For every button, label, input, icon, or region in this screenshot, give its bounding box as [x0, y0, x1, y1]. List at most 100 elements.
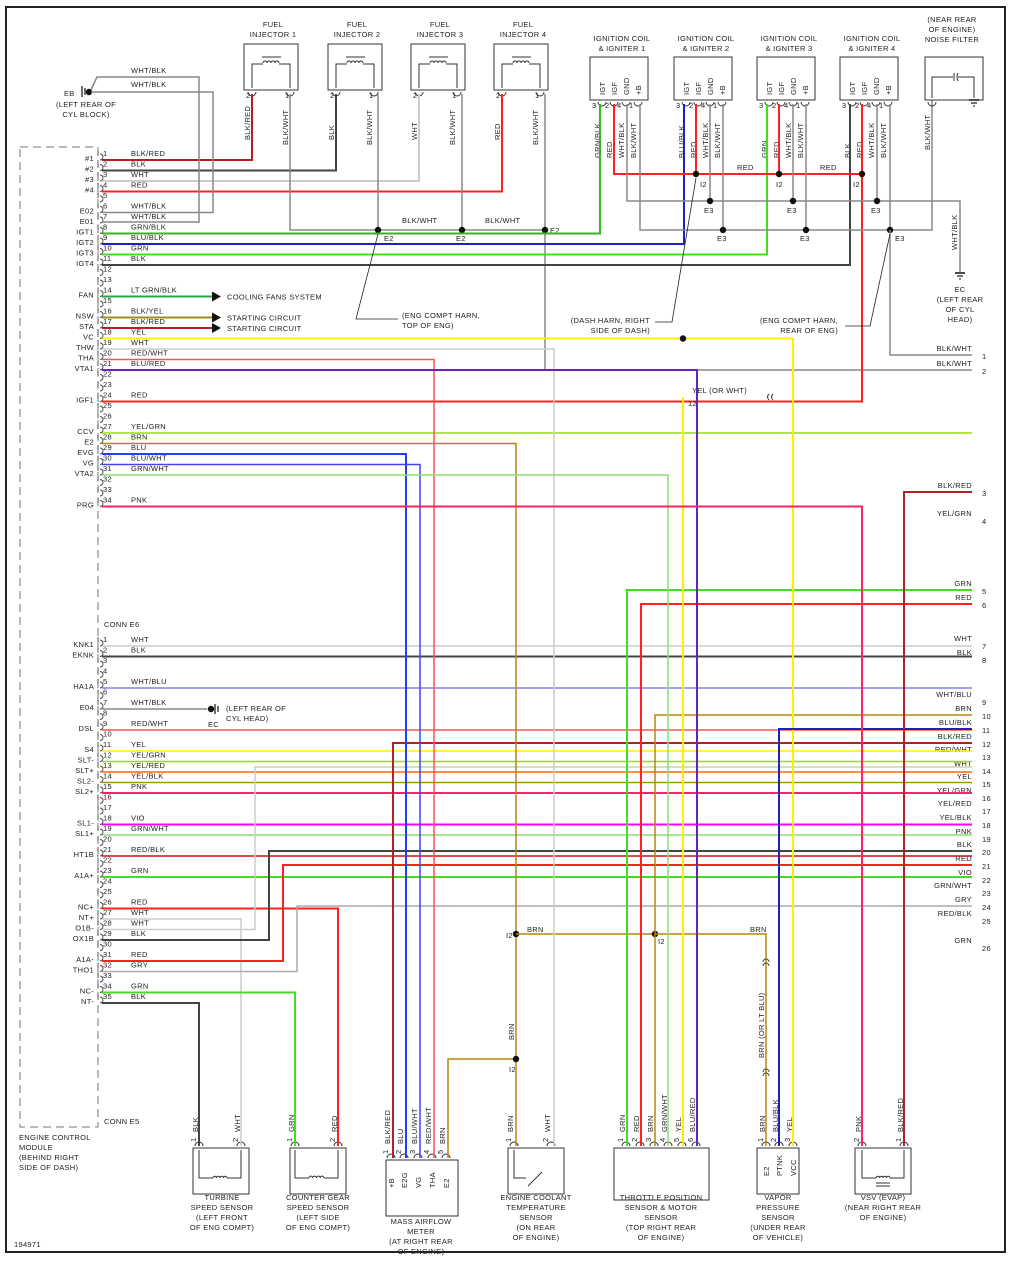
ecm-title: SIDE OF DASH) [19, 1163, 79, 1172]
ignition-coil-wire-label: WHT/BLK [617, 123, 626, 158]
vps-terminal-label: E2 [762, 1166, 771, 1176]
ignition-coil-box [839, 56, 899, 101]
ecm-pin-number: 7 [103, 698, 107, 707]
right-edge-wire-label: BRN [955, 704, 972, 713]
right-edge-wire-label: RED/WHT [935, 745, 972, 754]
injector-title: INJECTOR 4 [500, 30, 547, 39]
ecm-pin-number: 31 [103, 950, 112, 959]
right-edge-connector-number: 16 [982, 794, 991, 803]
nt-plus-wire [102, 918, 242, 1146]
ecm-pin-number: 15 [103, 782, 112, 791]
ecm-pin-connector-icon [97, 647, 104, 657]
right-edge-wire-label: GRY [955, 895, 972, 904]
harness-note-eng-rear: REAR OF ENG) [780, 326, 838, 335]
ecm-title: ENGINE CONTROL [19, 1133, 91, 1142]
tps-pin2-wire [640, 603, 972, 1146]
noise-filter-title: NOISE FILTER [925, 35, 980, 44]
pin-terminal-icon [386, 1153, 396, 1159]
ignition-coil-terminal-label: IGT [848, 81, 857, 95]
ecm-pin-connector-icon [97, 910, 104, 920]
ecm-pin-connector-icon [97, 193, 104, 203]
ecm-pin-name: VG [83, 459, 94, 468]
vc-wire [102, 337, 794, 1146]
splice-i2-label: I2 [776, 180, 783, 189]
ec-ground-note: CYL HEAD) [226, 714, 269, 723]
ecm-pin-connector-icon [97, 931, 104, 941]
vta1-wire [102, 369, 698, 1146]
right-edge-connector-number: 12 [982, 740, 991, 749]
injector-winding [529, 63, 541, 88]
injector-wire-label: BLK/WHT [365, 109, 374, 145]
ecm-pin-number: 35 [103, 992, 112, 1001]
ignition-coil-wire-label: RED [689, 141, 698, 158]
right-edge-connector-number: 6 [982, 601, 986, 610]
right-edge-connector-number: 17 [982, 807, 991, 816]
ecm-pin-connector-icon [97, 319, 104, 329]
pin-terminal-icon [776, 101, 786, 107]
maf-terminal-label: +B [387, 1178, 396, 1188]
ecm-wire-label: RED [131, 391, 148, 400]
ignition-coil-pin-number: 4 [784, 101, 788, 110]
ecm-pin-name: E01 [80, 217, 94, 226]
ecm-pin-name: IGT4 [76, 259, 94, 268]
ignition-coil-pin-number: 4 [701, 101, 705, 110]
cooling-fans-label: COOLING FANS SYSTEM [227, 293, 322, 302]
right-edge-wire-label: GRN [954, 936, 972, 945]
vps-box [756, 1147, 800, 1195]
injector-winding [418, 63, 430, 88]
ecm-pin-name: SL2+ [75, 787, 94, 796]
ecm-pin-number: 7 [103, 212, 107, 221]
ecm-pin-connector-icon [97, 763, 104, 773]
ecm-pin-connector-icon [97, 721, 104, 731]
vps-title: (UNDER REAR [750, 1223, 806, 1232]
right-edge-wire-label: YEL [957, 772, 972, 781]
pin-terminal-icon [649, 1141, 659, 1147]
right-edge-wire-label: BLK [957, 840, 972, 849]
maf-terminal-label: E2G [400, 1172, 409, 1188]
ecm-pin-name: THA [78, 354, 94, 363]
starting-circuit-sta-arrow-icon [212, 323, 221, 333]
ecm-pin-number: 26 [103, 412, 112, 421]
maf-terminal-label: VG [414, 1177, 423, 1188]
vsv-wire-label: BLK/RED [896, 1098, 905, 1132]
ecm-pin-number: 29 [103, 443, 112, 452]
ecm-pin-number: 14 [103, 772, 112, 781]
pin-terminal-icon [509, 1141, 519, 1147]
ecm-wire-label: WHT [131, 635, 149, 644]
injector-winding [251, 63, 263, 88]
ecm-pin-name: VTA2 [75, 469, 94, 478]
ecm-wire-label: WHT [131, 908, 149, 917]
ecm-wire-label: WHT/BLK [131, 698, 166, 707]
ecm-pin-number: 1 [103, 635, 107, 644]
starting-circuit-nsw-label: STARTING CIRCUIT [227, 314, 302, 323]
right-edge-connector-number: 5 [982, 587, 986, 596]
maf-box [385, 1159, 459, 1217]
ecm-pin-number: 22 [103, 370, 112, 379]
ecm-pin-connector-icon [97, 455, 104, 465]
maf-title: OF ENGINE) [398, 1247, 445, 1256]
vps-title: PRESSURE [756, 1203, 800, 1212]
tps-title: THROTTLE POSITION [620, 1193, 703, 1202]
right-edge-wire-label: WHT/BLU [936, 690, 972, 699]
ignition-coil-title: IGNITION COIL [594, 34, 651, 43]
ect-box [507, 1147, 565, 1195]
ignition-coil-pin-number: 1 [629, 101, 633, 110]
a1a-minus-wire [102, 864, 972, 962]
splice-e3-dot [873, 197, 881, 205]
ecm-pin-name: NC+ [78, 903, 94, 912]
vsv-wire-label: PNK [854, 1116, 863, 1132]
injector-title: FUEL [513, 20, 533, 29]
ecm-pin-number: 9 [103, 233, 107, 242]
ecm-pin-name: SL1+ [75, 829, 94, 838]
nt-minus-wire [102, 1002, 200, 1146]
pin-terminal-icon [369, 91, 379, 97]
noise-filter-wire-label: BLK/WHT [923, 114, 932, 150]
ignition-coil-title: & IGNITER 3 [765, 44, 812, 53]
ecm-pin-connector-icon [97, 752, 104, 762]
ect-title: SENSOR [519, 1213, 553, 1222]
ect-wire-label: BRN [506, 1115, 515, 1132]
injector-coil-icon [262, 60, 280, 64]
nc-plus-wire [102, 907, 339, 1146]
ecm-pin-name: STA [79, 322, 94, 331]
ecm-pin-number: 9 [103, 719, 107, 728]
